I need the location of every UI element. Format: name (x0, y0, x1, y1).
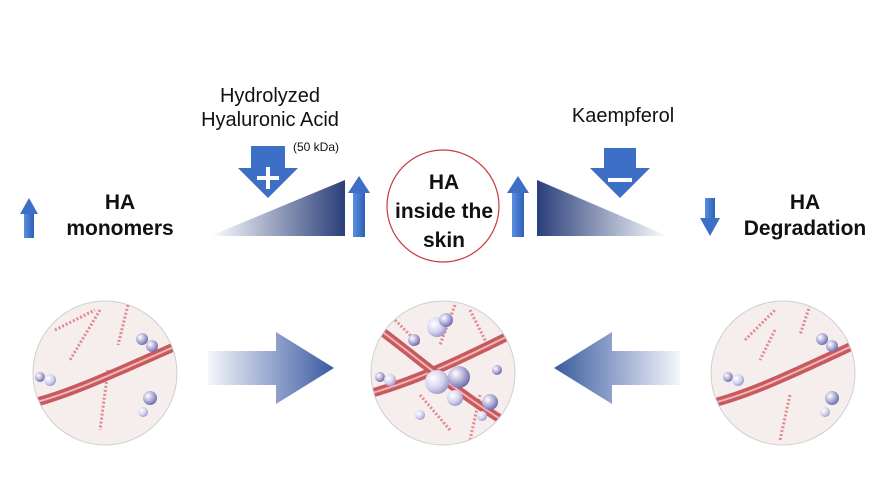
ha-monomers-label: HA monomers (45, 190, 195, 242)
ha-monomers-line1: HA (104, 191, 136, 214)
hydrolyzed-ha-label: Hydrolyzed Hyaluronic Acid (170, 84, 370, 132)
up-arrow-icon (348, 176, 370, 237)
ha-degradation-line1: HA (789, 191, 821, 214)
increase-wedge (210, 180, 345, 236)
hydrolyzed-line1: Hydrolyzed (219, 85, 321, 107)
center-line2: inside the (394, 200, 494, 223)
up-arrow-icon (507, 176, 529, 237)
ha-degradation-label: HA Degradation (730, 190, 880, 242)
ha-skin-circle (386, 149, 500, 263)
center-line1: HA (428, 171, 460, 194)
minus-arrow-icon (590, 148, 650, 198)
tissue-circle-right (710, 300, 856, 446)
decrease-wedge (537, 180, 668, 236)
tissue-circle-center (370, 300, 516, 446)
kaempferol-label: Kaempferol (571, 105, 675, 127)
up-arrow-icon (20, 198, 38, 238)
left-arrow-icon (554, 332, 680, 404)
ha-degradation-line2: Degradation (743, 217, 867, 240)
molecular-weight-label: (50 kDa) (293, 140, 340, 154)
right-arrow-icon (208, 332, 334, 404)
ha-inside-skin-label: HA inside the skin (380, 168, 508, 255)
center-line3: skin (422, 229, 466, 252)
ha-monomers-line2: monomers (66, 217, 174, 240)
down-arrow-icon (700, 198, 720, 236)
hydrolyzed-line2: Hyaluronic Acid (201, 109, 339, 131)
plus-arrow-icon (238, 146, 298, 198)
tissue-circle-left (32, 300, 178, 446)
